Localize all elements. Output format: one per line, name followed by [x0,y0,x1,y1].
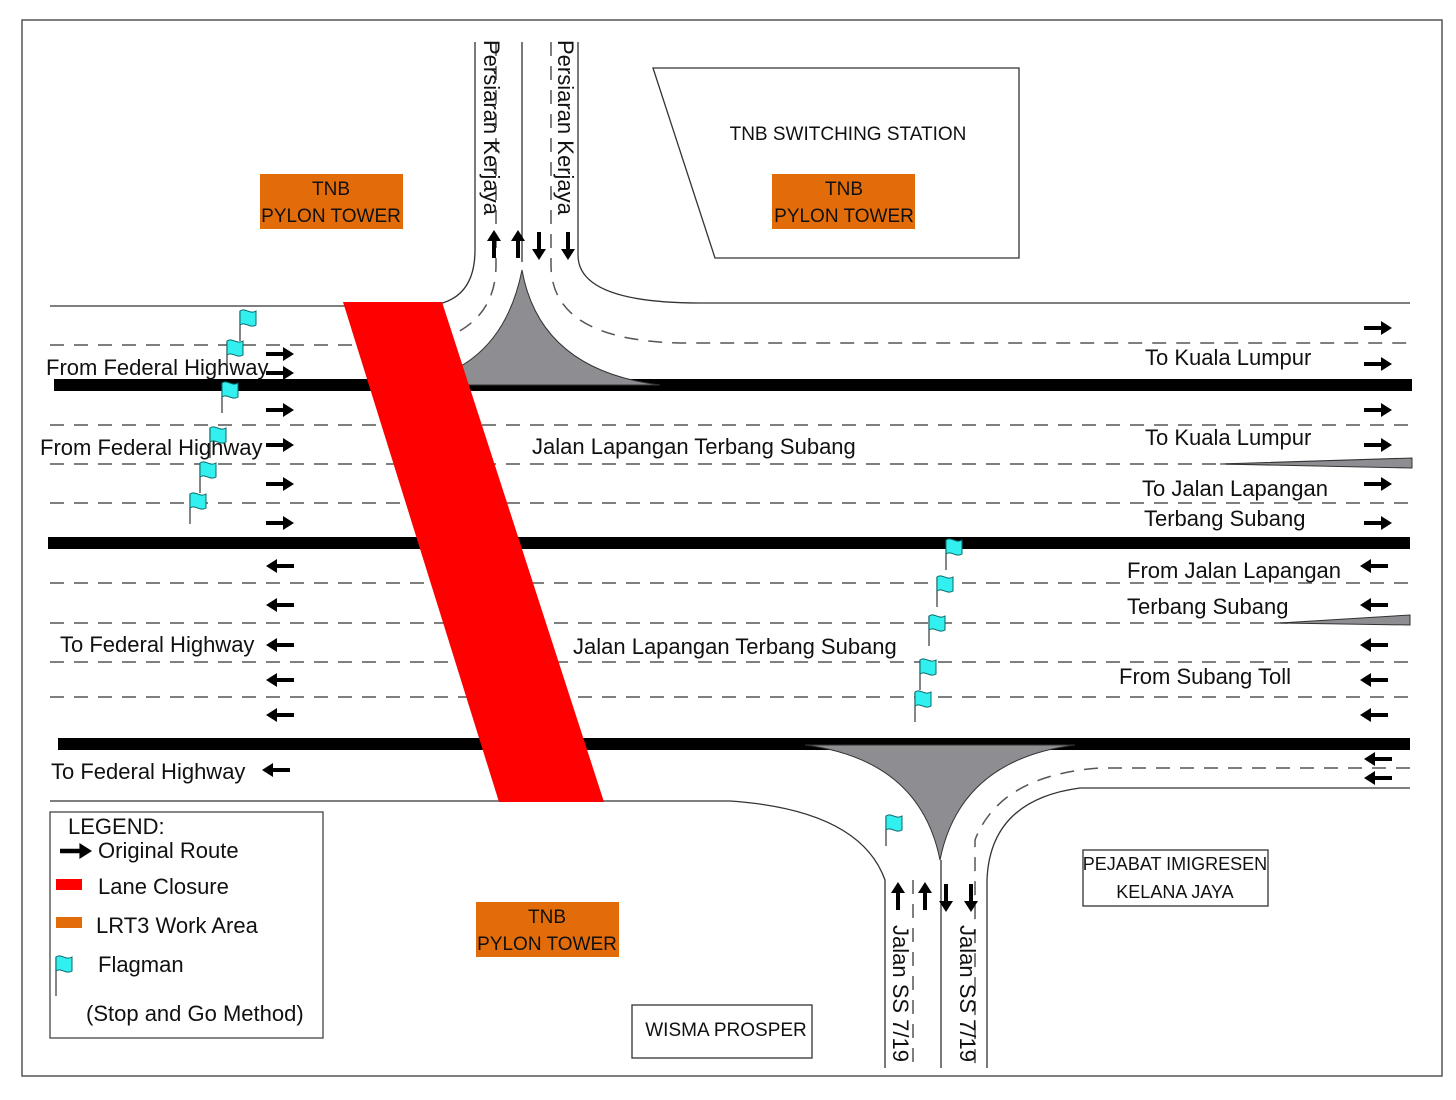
arrow-left-icon [1360,638,1388,652]
arrow-right-icon [1364,321,1392,335]
legend-item-original-route: Original Route [98,838,239,863]
wisma-prosper [631,1004,813,1059]
svg-text:PYLON TOWER: PYLON TOWER [261,206,401,227]
tnb-switching-station [652,67,1020,259]
taper-east-upper [1219,457,1413,469]
arrow-down-icon [964,884,978,912]
label-to-federal-2: To Federal Highway [51,759,245,784]
flag-icon [221,381,239,414]
arrow-left-icon [1360,673,1388,687]
median-center [48,537,1410,549]
label-from-federal-2: From Federal Highway [40,435,263,460]
arrow-left-icon [266,708,294,722]
arrow-right-icon [266,516,294,530]
arrow-left-icon [266,673,294,687]
label-from-subang-toll: From Subang Toll [1119,664,1291,689]
arrow-left-icon [1360,708,1388,722]
pylon-tower-2: TNB PYLON TOWER [772,174,915,229]
orange-swatch [56,917,82,928]
pylon-tower-1: TNB PYLON TOWER [260,174,403,229]
arrow-right-icon [266,347,294,361]
arrow-right-icon [1364,477,1392,491]
label-to-kl-2: To Kuala Lumpur [1145,425,1311,450]
road-label-main-east: Jalan Lapangan Terbang Subang [532,434,856,459]
arrow-right-icon [266,438,294,452]
arrow-left-icon [262,763,290,777]
flag-icon [919,658,937,691]
arrows-west-group [262,347,294,777]
legend-note: (Stop and Go Method) [86,1001,304,1026]
arrow-right-icon [1364,403,1392,417]
arrows-vertical-group [487,230,978,912]
road-label-persiaran-right: Persiaran Kerjaya [553,40,578,216]
arrow-left-icon [266,559,294,573]
arrow-left-icon [266,598,294,612]
lane-closure-area [343,302,604,802]
arrow-right-icon [1364,516,1392,530]
label-to-jalan-2: Terbang Subang [1144,506,1305,531]
arrow-up-icon [511,230,525,258]
wisma-label: WISMA PROSPER [645,1020,807,1041]
svg-text:PYLON TOWER: PYLON TOWER [477,934,617,955]
arrow-right-icon [1364,438,1392,452]
flag-icon [914,690,932,723]
arrow-right-icon [266,366,294,380]
svg-text:PYLON TOWER: PYLON TOWER [774,206,914,227]
legend-item-lane-closure: Lane Closure [98,874,229,899]
arrow-left-icon [266,638,294,652]
switching-station-label: TNB SWITCHING STATION [730,124,967,145]
flag-icon [199,461,217,494]
arrow-right-icon [1364,357,1392,371]
flag-icon [189,492,207,525]
road-label-persiaran-left: Persiaran Kerjaya [479,40,504,216]
arrow-up-icon [487,230,501,258]
median-north [54,379,1412,391]
legend-item-flagman: Flagman [98,952,184,977]
pejabat-imigresen [1082,849,1269,907]
label-to-federal-1: To Federal Highway [60,632,254,657]
flag-icon [928,614,946,647]
flag-icon [945,538,963,571]
road-label-ss719-right: Jalan SS 7/19 [955,925,980,1062]
arrow-left-icon [1364,752,1392,766]
road-markings [50,42,1410,1068]
flag-icon [885,814,903,847]
arrow-right-icon [266,403,294,417]
svg-text:TNB: TNB [825,179,863,200]
arrow-right-icon [266,477,294,491]
road-label-ss719-left: Jalan SS 7/19 [888,925,913,1062]
pylon-tower-3: TNB PYLON TOWER [476,902,619,957]
legend: LEGEND: Original Route Lane Closure LRT3… [49,811,324,1039]
imigresen-label-1: PEJABAT IMIGRESEN [1083,854,1267,874]
arrow-down-icon [561,232,575,260]
label-from-jalan-1: From Jalan Lapangan [1127,558,1341,583]
label-to-jalan-1: To Jalan Lapangan [1142,476,1328,501]
red-swatch [56,879,82,890]
median-south [58,738,1410,750]
label-from-jalan-2: Terbang Subang [1127,594,1288,619]
arrow-left-icon [1364,771,1392,785]
label-from-federal-1: From Federal Highway [46,355,269,380]
arrow-down-icon [532,232,546,260]
road-label-main-west: Jalan Lapangan Terbang Subang [573,634,897,659]
arrow-left-icon [1360,559,1388,573]
arrow-up-icon [918,882,932,910]
legend-item-work-area: LRT3 Work Area [96,913,259,938]
flag-icon [239,309,257,342]
frame [21,19,1443,1077]
traffic-island-south [804,744,1076,861]
flag-icon [936,575,954,608]
taper-east-lower [1279,614,1411,626]
legend-title: LEGEND: [68,814,165,839]
label-to-kl-1: To Kuala Lumpur [1145,345,1311,370]
svg-text:TNB: TNB [312,179,350,200]
arrow-left-icon [1360,598,1388,612]
imigresen-label-2: KELANA JAYA [1116,882,1233,902]
arrow-up-icon [891,882,905,910]
svg-text:TNB: TNB [528,907,566,928]
